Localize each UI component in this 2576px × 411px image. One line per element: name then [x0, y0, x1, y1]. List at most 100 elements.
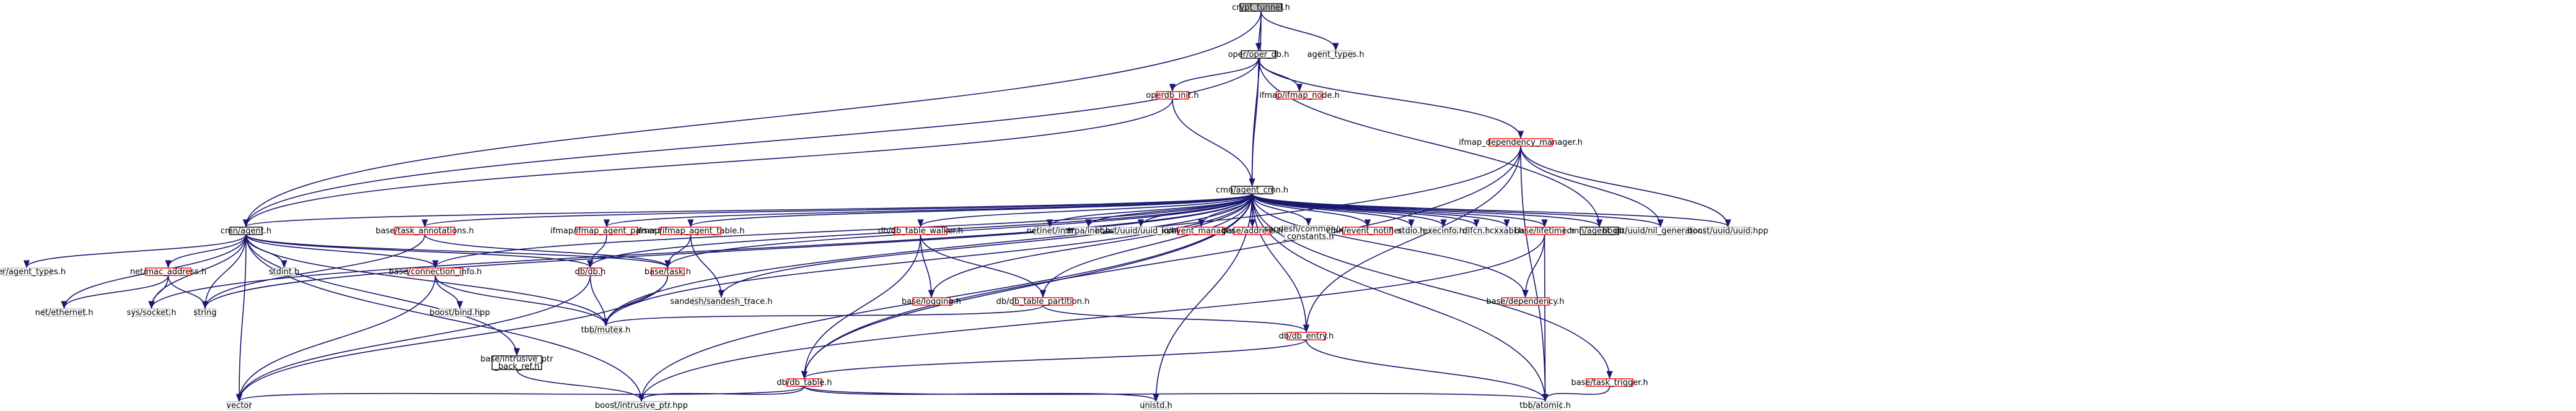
node-label: boost/bind.hpp: [429, 308, 490, 318]
node-label: cmn/agent_cmn.h: [1216, 186, 1288, 195]
edge-agent_cmn-to-nil_generator: [1251, 193, 1664, 228]
node-cmn-agent[interactable]: cmn/agent.h: [221, 227, 271, 236]
edge-agent_cmn-to-string: [202, 193, 1253, 309]
node-base-logging[interactable]: base/logging.h: [902, 297, 961, 306]
edge-oper_db-to-agent_cmn: [1249, 58, 1259, 187]
node-label: agent_types.h: [1307, 50, 1364, 59]
node-box: [1239, 3, 1283, 12]
node-box: [1524, 227, 1565, 235]
node-label: io/event_manager.h: [1161, 227, 1241, 236]
node-label: oper/oper_db.h: [1228, 50, 1290, 59]
node-box: [1013, 297, 1073, 306]
node-box: [407, 267, 464, 276]
edge-agent_cmn-to-tbb_mutex: [602, 193, 1253, 327]
edge-agent_cmn-to-sandesh_trace: [718, 193, 1253, 298]
edge-connection_info-to-boost_bind: [434, 275, 464, 309]
node-box: [1143, 401, 1169, 410]
edge-oper_db-to-cmn_agent_db: [1258, 58, 1603, 228]
node-base-task[interactable]: base/task.h: [644, 267, 691, 277]
edge-cmn_agent-to-tbb_mutex: [245, 234, 609, 327]
edge-oper_db-to-cmn_agent: [243, 58, 1259, 228]
edge-db_entry-to-tbb_atomic: [1306, 339, 1549, 402]
node-box: [1465, 227, 1488, 235]
node-label: netinet/in.h: [1027, 227, 1073, 236]
node-ifmap-dependency-manager[interactable]: ifmap_dependency_manager.h: [1459, 138, 1583, 147]
edge-operdb_init-to-agent_cmn: [1172, 98, 1255, 187]
node-label: base/task_trigger.h: [1571, 378, 1648, 387]
node-agent-cmn[interactable]: cmn/agent_cmn.h: [1216, 186, 1288, 195]
edge-task_annotations-to-base_task: [424, 234, 671, 269]
edge-cmn_agent-to-vector: [235, 234, 247, 402]
node-label: stdio.h: [1398, 227, 1425, 236]
edge-oper_db-to-ifmap_node: [1258, 58, 1303, 92]
node-box: [1400, 227, 1422, 235]
node-db-table[interactable]: db/db_table.h: [776, 378, 832, 387]
node-box: [145, 267, 191, 276]
edge-db_db-to-vector: [235, 275, 591, 402]
node-label: net/mac_address.h: [130, 267, 206, 277]
edge-agent_cmn-to-db_table_walker: [917, 193, 1253, 228]
edge-agent_cmn-to-event_notifier: [1251, 193, 1371, 228]
node-dlfcn: dlfcn.h: [1462, 227, 1490, 236]
node-crypt-tunnel[interactable]: crypt_tunnel.h: [1232, 3, 1290, 12]
node-db-db[interactable]: db/db.h: [575, 267, 606, 277]
node-task-trigger[interactable]: base/task_trigger.h: [1571, 378, 1648, 387]
edge-agent_cmn-to-base_dependency: [1251, 193, 1529, 298]
node-box: [1034, 227, 1066, 235]
node-ifmap-agent-parser[interactable]: ifmap/ifmap_agent_parser.h: [550, 227, 663, 236]
node-mac-address[interactable]: net/mac_address.h: [130, 267, 206, 277]
node-label: net/ethernet.h: [35, 308, 94, 318]
node-event-notifier[interactable]: cmn/event_notifier.h: [1326, 227, 1409, 236]
node-oper-db[interactable]: oper/oper_db.h: [1228, 50, 1290, 59]
edge-agent_cmn-to-cmn_agent: [243, 193, 1253, 228]
edge-db_table_walker-to-base_logging: [920, 234, 935, 298]
node-ifmap-agent-table[interactable]: ifmap/ifmap_agent_table.h: [636, 227, 744, 236]
node-label: operdb_init.h: [1146, 91, 1198, 100]
edge-ifmap_agent_parser-to-db_db: [587, 234, 607, 269]
node-boost-bind: boost/bind.hpp: [429, 308, 490, 318]
node-label: sys/socket.h: [126, 308, 176, 318]
edge-ifmap_agent_table-to-sandesh_trace: [690, 234, 725, 298]
node-label: boost/uuid/nil_generator.hpp: [1602, 227, 1718, 236]
node-label: arpa/inet.h: [1066, 227, 1110, 236]
node-label: base/logging.h: [902, 297, 961, 306]
node-tbb-mutex: tbb/mutex.h: [581, 326, 631, 335]
node-db-table-walker[interactable]: db/db_table_walker.h: [878, 227, 963, 236]
node-label: cmn/agent.h: [221, 227, 271, 236]
node-event-manager[interactable]: io/event_manager.h: [1161, 227, 1241, 236]
edge-cmn_agent-to-db_db: [245, 234, 594, 269]
node-db-entry[interactable]: db/db_entry.h: [1279, 332, 1334, 341]
node-base-address[interactable]: base/address.h: [1222, 227, 1283, 236]
node-base-dependency[interactable]: base/dependency.h: [1487, 297, 1565, 306]
node-cmn-agent-db[interactable]: cmn/agent_db.h: [1567, 227, 1632, 236]
node-task-annotations[interactable]: base/task_annotations.h: [376, 227, 474, 236]
node-label: boost/uuid/uuid.hpp: [1687, 227, 1768, 236]
node-connection-info[interactable]: base/connection_info.h: [389, 267, 481, 277]
node-label: cmn/agent_db.h: [1567, 227, 1632, 236]
node-box: [660, 227, 721, 235]
node-label: base/task_annotations.h: [376, 227, 474, 236]
node-cxxabi: cxxabi.h: [1490, 227, 1524, 236]
node-box: [1074, 227, 1103, 235]
node-label: ifmap/ifmap_node.h: [1259, 91, 1340, 100]
node-label: _constants.h: [1282, 232, 1334, 241]
node-label: stdint.h: [269, 267, 299, 277]
node-label: boost/intrusive_ptr.hpp: [595, 401, 688, 410]
edge-agent_cmn-to-vns_constants: [1251, 193, 1312, 227]
edge-base_lifetime-to-base_dependency: [1522, 234, 1545, 298]
node-ifmap-node[interactable]: ifmap/ifmap_node.h: [1259, 91, 1340, 100]
edge-task_trigger-to-tbb_atomic: [1542, 386, 1611, 402]
node-string: string: [193, 308, 216, 318]
node-operdb-init[interactable]: operdb_init.h: [1146, 91, 1198, 100]
node-box: [1501, 297, 1550, 306]
edge-agent_cmn-to-task_annotations: [421, 193, 1253, 228]
node-box: [491, 355, 542, 370]
node-box: [1495, 227, 1519, 235]
node-intrusive-ptr-back-ref[interactable]: base/intrusive_ptr_back_ref.h: [480, 355, 553, 371]
node-box: [439, 308, 481, 317]
node-box: [1529, 401, 1562, 410]
edge-oper_db-to-ifmap_dependency_manager: [1258, 58, 1524, 139]
node-base-lifetime[interactable]: base/lifetime.h: [1514, 227, 1575, 236]
node-db-table-partition[interactable]: db/db_table_partition.h: [996, 297, 1090, 306]
